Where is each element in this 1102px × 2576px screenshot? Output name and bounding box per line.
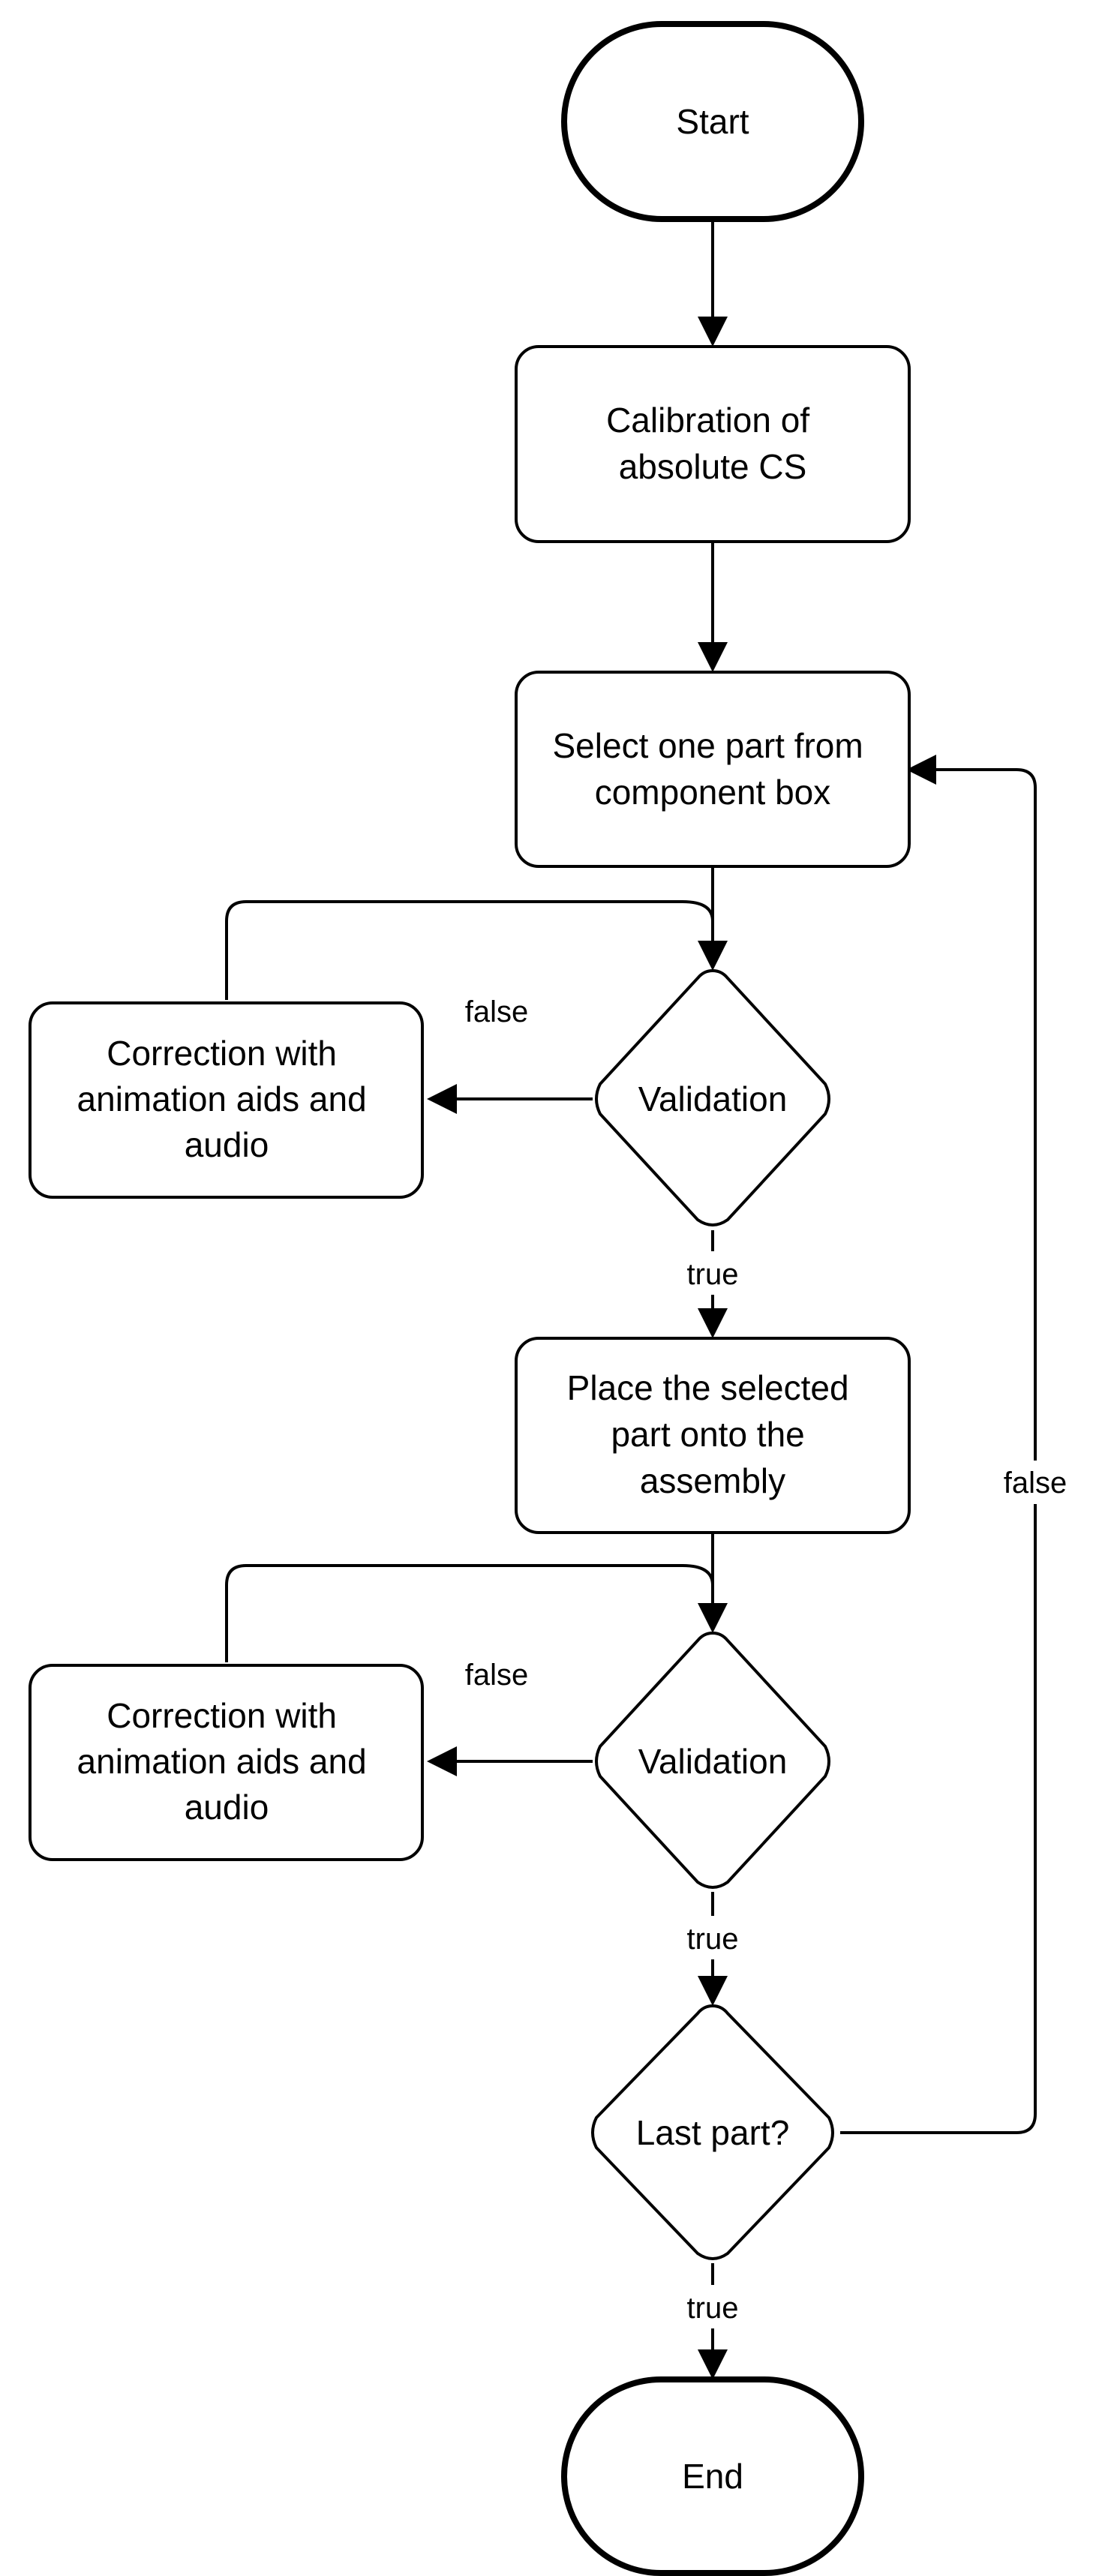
correction-2-label-line-1: Correction with <box>107 1696 337 1735</box>
svg-text:Correction with animatio: Correction with animation aids and audio <box>77 1696 377 1827</box>
svg-text:Calibration of absolute: Calibration of absolute CS <box>606 401 819 486</box>
calibration-label-line-2: absolute CS <box>619 447 807 486</box>
last-part-false-label-bg <box>989 1461 1082 1504</box>
calibration-label-line-1: Calibration of <box>606 401 809 440</box>
place-part-label-line-1: Place the selected <box>567 1368 849 1407</box>
validation-1-true-label: true <box>687 1258 739 1291</box>
svg-text:Place the selected part: Place the selected part onto the assembl… <box>567 1368 859 1500</box>
edge-last-part-false-to-select <box>840 755 1037 2134</box>
end-label: End <box>682 2457 743 2496</box>
select-part-label-line-2: component box <box>595 773 831 812</box>
start-label: Start <box>676 102 749 141</box>
validation-1-label: Validation <box>638 1079 788 1118</box>
last-part-false-label: false <box>1004 1467 1067 1500</box>
correction-1-label-line-1: Correction with <box>107 1034 337 1073</box>
calibration-node: Calibration of absolute CS <box>515 345 911 543</box>
select-part-label-line-1: Select one part from <box>553 726 863 765</box>
validation-1-true-label-bg <box>675 1251 750 1295</box>
correction-1-node: Correction with animation aids and audio <box>29 1001 424 1199</box>
validation-2-true-label: true <box>687 1923 739 1956</box>
svg-text:End: End <box>682 2457 743 2496</box>
correction-2-label-line-3: audio <box>185 1788 269 1827</box>
svg-text:Correction with animatio: Correction with animation aids and audio <box>77 1034 377 1164</box>
svg-text:Validation: Validation <box>638 1742 788 1781</box>
edge-correction-2-back-to-validation-2 <box>225 1564 714 1662</box>
last-part-label: Last part? <box>636 2113 790 2152</box>
correction-2-label-line-2: animation aids and <box>77 1742 367 1781</box>
svg-text:Start: Start <box>676 102 749 141</box>
validation-1-false-label: false <box>465 995 529 1028</box>
validation-2-false-label: false <box>465 1659 529 1692</box>
correction-1-label-line-3: audio <box>185 1125 269 1164</box>
validation-2-true-label-bg <box>675 1916 750 1959</box>
last-part-true-label-bg <box>675 2285 750 2328</box>
end-node: End <box>561 2376 864 2576</box>
edge-correction-1-back-to-validation-1 <box>225 900 714 1000</box>
last-part-true-label: true <box>687 2292 739 2325</box>
place-part-label-line-2: part onto the <box>611 1415 804 1454</box>
place-part-node: Place the selected part onto the assembl… <box>515 1337 911 1534</box>
svg-text:Select one part from com: Select one part from component box <box>553 726 873 812</box>
correction-1-label-line-2: animation aids and <box>77 1079 367 1118</box>
svg-text:Validation: Validation <box>638 1079 788 1118</box>
validation-2-node: Validation <box>595 1631 830 1889</box>
place-part-label-line-3: assembly <box>640 1461 785 1500</box>
validation-2-label: Validation <box>638 1742 788 1781</box>
start-node: Start <box>561 21 864 222</box>
select-part-node: Select one part from component box <box>515 671 911 868</box>
svg-text:Last part?: Last part? <box>636 2113 790 2152</box>
correction-2-node: Correction with animation aids and audio <box>29 1664 424 1861</box>
last-part-node: Last part? <box>591 2004 834 2260</box>
validation-1-node: Validation <box>595 968 830 1226</box>
